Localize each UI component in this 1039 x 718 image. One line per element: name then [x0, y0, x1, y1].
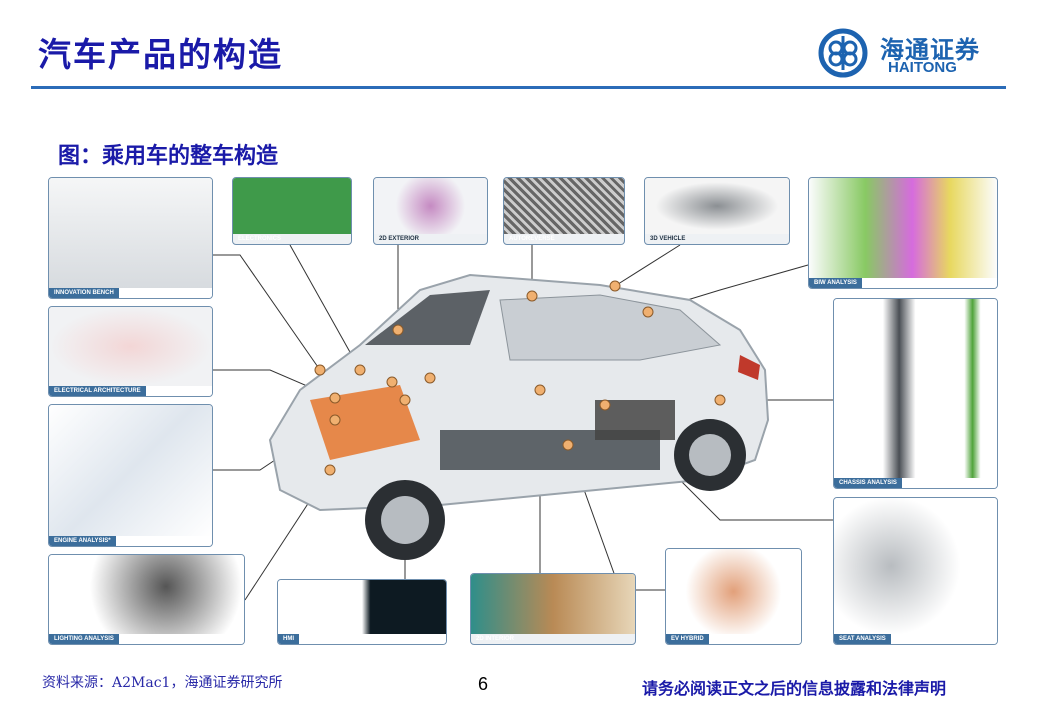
- panel-hmi[interactable]: HMI: [277, 579, 447, 645]
- panel-innovation-bench[interactable]: INNOVATION BENCH: [48, 177, 213, 299]
- panel-electronics[interactable]: ELECTRONICS: [232, 177, 352, 245]
- page-title: 汽车产品的构造: [38, 35, 283, 74]
- panel-lighting-analysis[interactable]: LIGHTING ANALYSIS: [48, 554, 245, 645]
- panel-2d-interior[interactable]: 2D INTERIOR: [470, 573, 636, 645]
- panel-autoreverse[interactable]: AUTOREVERSE: [503, 177, 625, 245]
- source-note: 资料来源：A2Mac1，海通证券研究所: [42, 675, 283, 691]
- panel-engine-analysis[interactable]: ENGINE ANALYSIS*: [48, 404, 213, 547]
- car-illustration: [268, 273, 770, 560]
- haitong-emblem-icon: [818, 28, 868, 78]
- panel-biw-analysis[interactable]: BIW ANALYSIS: [808, 177, 998, 289]
- panel-electrical-architecture[interactable]: ELECTRICAL ARCHITECTURE: [48, 306, 213, 397]
- panel-seat-analysis[interactable]: SEAT ANALYSIS: [833, 497, 998, 645]
- disclaimer: 请务必阅读正文之后的信息披露和法律声明: [642, 679, 947, 698]
- panel-2d-exterior[interactable]: 2D EXTERIOR: [373, 177, 488, 245]
- panel-chassis-analysis[interactable]: CHASSIS ANALYSIS: [833, 298, 998, 489]
- header-divider: [31, 86, 1006, 89]
- page-number: 6: [478, 674, 489, 694]
- panel-ev-hybrid[interactable]: EV HYBRID: [665, 548, 802, 645]
- haitong-logo: 海通证券 HAITONG: [818, 28, 1003, 78]
- panel-3d-vehicle[interactable]: 3D VEHICLE: [644, 177, 790, 245]
- hotspot-markers: [314, 280, 726, 476]
- figure-title: 图：乘用车的整车构造: [58, 143, 279, 169]
